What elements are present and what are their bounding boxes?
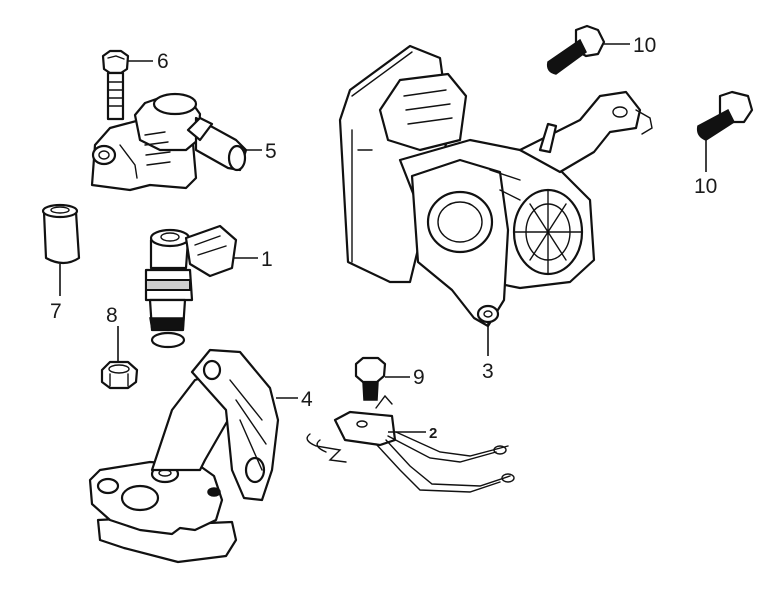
callout-2: 2 [429,425,437,442]
callouts: 6 5 7 1 8 4 9 2 3 10 10 [50,34,717,442]
part-5-elbow-fitting [90,92,248,192]
part-1-injector [144,224,238,349]
callout-4: 4 [301,388,313,411]
part-3-throttle-body [338,44,653,328]
callout-8: 8 [106,304,118,327]
part-2-bracket [306,394,515,493]
callout-10-upper: 10 [633,34,656,57]
part-7-cylinder [41,203,81,265]
callout-10-right: 10 [694,175,717,198]
leader-lines [59,43,707,433]
part-8-nut [100,360,139,390]
callout-7: 7 [50,300,62,323]
callout-5: 5 [265,140,277,163]
part-9-bolt [354,356,387,401]
callout-6: 6 [157,50,169,73]
callout-1: 1 [261,248,273,271]
callout-3: 3 [482,360,494,383]
part-4-intake-manifold [88,348,280,564]
callout-9: 9 [413,366,425,389]
part-10-bolt-right [696,90,754,141]
part-6-bolt [101,49,130,121]
part-10-bolt-upper [546,24,606,75]
